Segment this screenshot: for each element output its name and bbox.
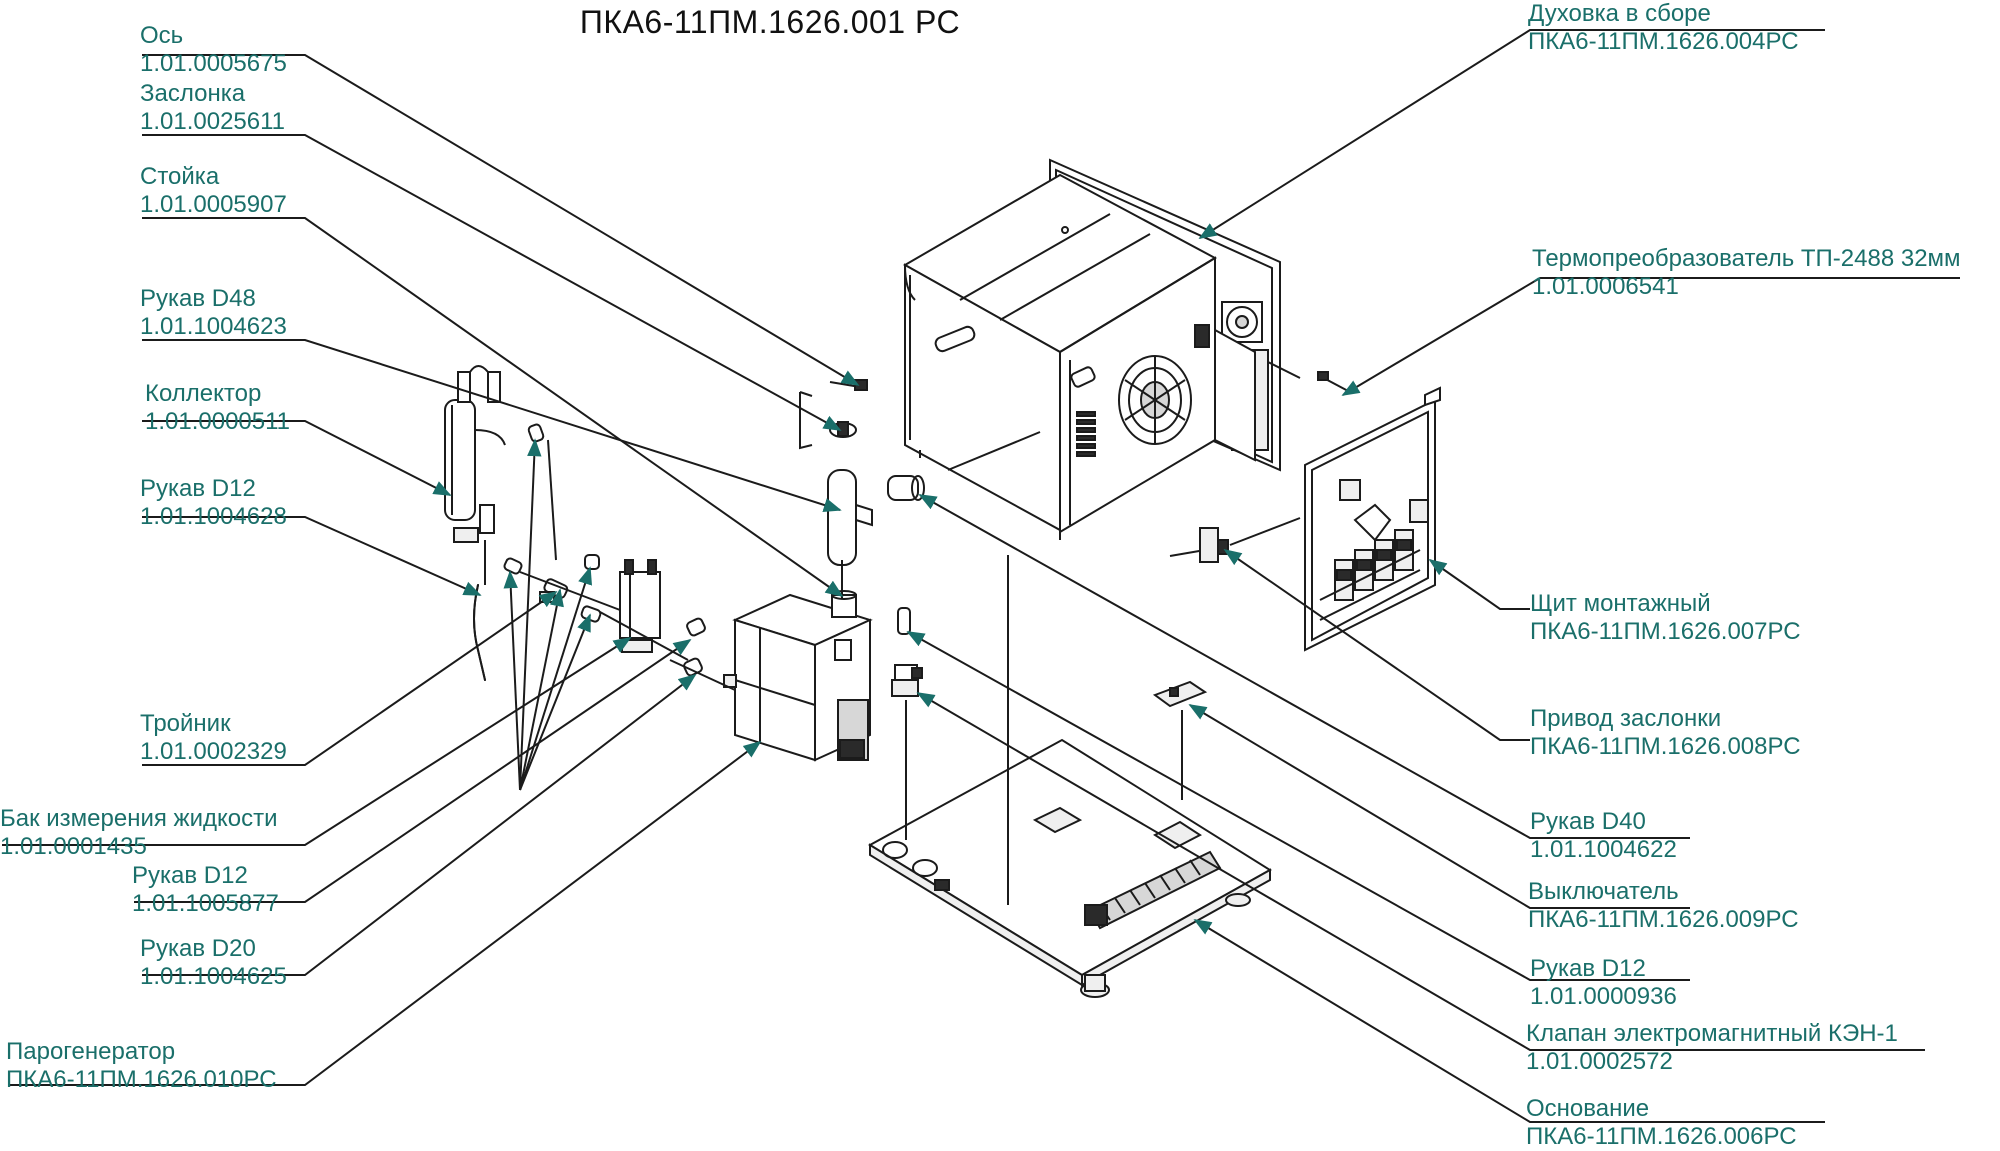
callout-rukav-d40: Рукав D40 1.01.1004622 bbox=[1530, 808, 1677, 863]
thermocouple bbox=[1317, 371, 1351, 393]
callout-rukav-d12-b: Рукав D12 1.01.1005877 bbox=[132, 862, 279, 917]
callout-vyklyuchatel: Выключатель ПКА6-11ПМ.1626.009РС bbox=[1528, 878, 1799, 933]
callout-zaslonka: Заслонка 1.01.0025611 bbox=[140, 80, 286, 135]
collector bbox=[444, 365, 506, 543]
callout-rukav-d12-a: Рукав D12 1.01.1004628 bbox=[140, 475, 287, 530]
base-plate bbox=[868, 680, 1272, 998]
callout-klapan: Клапан электромагнитный КЭН-1 1.01.00025… bbox=[1526, 1020, 1898, 1075]
callout-privod: Привод заслонки ПКА6-11ПМ.1626.008РС bbox=[1530, 705, 1801, 760]
drawing-title: ПКА6-11ПМ.1626.001 РС bbox=[579, 4, 961, 40]
solenoid-valve bbox=[891, 664, 923, 697]
stand-pipe bbox=[827, 469, 873, 618]
callout-kollektor: Коллектор 1.01.0000511 bbox=[145, 380, 291, 435]
steam-generator bbox=[723, 593, 873, 762]
callout-shchit: Щит монтажный ПКА6-11ПМ.1626.007РС bbox=[1530, 590, 1801, 645]
callout-osnovanie: Основание ПКА6-11ПМ.1626.006РС bbox=[1526, 1095, 1797, 1150]
callout-stoyka: Стойка 1.01.0005907 bbox=[140, 163, 287, 218]
callout-rukav-d12-c: Рукав D12 1.01.0000936 bbox=[1530, 955, 1677, 1010]
callout-duhovka: Духовка в сборе ПКА6-11ПМ.1626.004РС bbox=[1528, 0, 1799, 55]
callout-termopreobrazovatel: Термопреобразователь ТП-2488 32мм 1.01.0… bbox=[1532, 245, 1961, 300]
callout-rukav-d48: Рукав D48 1.01.1004623 bbox=[140, 285, 287, 340]
damper-drive bbox=[1169, 527, 1229, 563]
callout-parogenerator: Парогенератор ПКА6-11ПМ.1626.010РС bbox=[6, 1038, 277, 1093]
callout-troynik: Тройник 1.01.0002329 bbox=[140, 710, 287, 765]
damper bbox=[829, 421, 857, 438]
mounting-panel bbox=[1304, 386, 1441, 652]
oven-assembly bbox=[902, 158, 1281, 540]
fluid-tank bbox=[619, 559, 661, 653]
callout-bak: Бак измерения жидкости 1.01.0001435 bbox=[0, 805, 278, 860]
callout-os: Ось 1.01.0005675 bbox=[140, 22, 287, 77]
leader-lines bbox=[2, 29, 1960, 1123]
callout-rukav-d20: Рукав D20 1.01.1004625 bbox=[140, 935, 287, 990]
axle bbox=[829, 379, 868, 391]
